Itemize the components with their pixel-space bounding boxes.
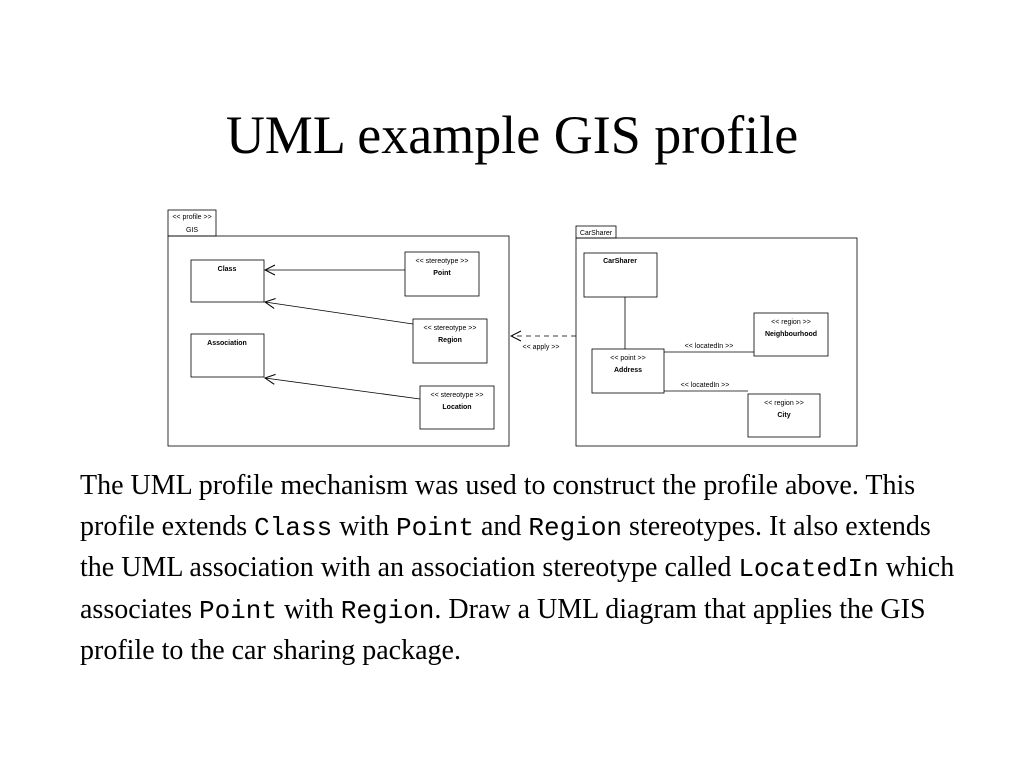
location-stereotype-name: Location <box>442 404 471 411</box>
location-extends-association-arrow <box>265 378 421 400</box>
gis-package-stereotype: << profile >> <box>172 214 211 221</box>
region-stereotype-name: Region <box>438 337 462 344</box>
code-point-2: Point <box>198 595 277 626</box>
paragraph-text-6: with <box>276 593 341 625</box>
city-class-stereotype: << region >> <box>764 400 804 407</box>
point-stereotype-box: << stereotype >> Point <box>404 251 480 297</box>
city-class-box: << region >> City <box>747 393 821 438</box>
apply-label: << apply >> <box>523 344 560 351</box>
paragraph-text-3: and <box>473 510 529 542</box>
code-class: Class <box>254 512 333 543</box>
code-locatedin: LocatedIn <box>738 554 879 584</box>
description-paragraph: The UML profile mechanism was used to co… <box>80 466 960 672</box>
code-point: Point <box>395 512 474 543</box>
code-region: Region <box>528 512 623 543</box>
paragraph-text-7: . Draw a UML diagram that applies the GI… <box>80 593 926 667</box>
association-metaclass-name: Association <box>207 340 247 347</box>
gis-package-tab <box>167 209 217 237</box>
carsharer-package-name: CarSharer <box>580 230 613 237</box>
carsharer-package-body <box>575 237 858 447</box>
point-stereotype-keyword: << stereotype >> <box>416 258 469 265</box>
neighbourhood-class-name: Neighbourhood <box>765 331 817 338</box>
neighbourhood-class-box: << region >> Neighbourhood <box>753 312 829 357</box>
address-class-stereotype: << point >> <box>610 355 645 362</box>
point-stereotype-name: Point <box>433 270 451 277</box>
located-in-label-1: << locatedIn >> <box>685 343 734 350</box>
code-region-2: Region <box>340 595 435 626</box>
city-class-name: City <box>777 412 790 419</box>
neighbourhood-class-stereotype: << region >> <box>771 319 811 326</box>
location-stereotype-keyword: << stereotype >> <box>431 392 484 399</box>
paragraph-text-1: The UML profile mechanism was used to co… <box>80 470 916 542</box>
location-stereotype-box: << stereotype >> Location <box>419 385 495 430</box>
address-class-box: << point >> Address <box>591 348 665 394</box>
carsharer-class-name: CarSharer <box>603 258 637 265</box>
carsharer-package: CarSharer << locatedIn >> << locatedIn >… <box>575 225 858 447</box>
region-extends-class-arrow <box>265 302 414 325</box>
gis-profile-package: << profile >> GIS Class Association << s… <box>167 209 510 447</box>
carsharer-class-box: CarSharer <box>583 252 658 298</box>
association-metaclass-box: Association <box>190 333 265 378</box>
class-metaclass-box: Class <box>190 259 265 303</box>
slide-title: UML example GIS profile <box>225 105 799 165</box>
gis-package-name: GIS <box>186 227 198 234</box>
region-stereotype-keyword: << stereotype >> <box>424 325 477 332</box>
region-stereotype-box: << stereotype >> Region <box>412 318 488 364</box>
located-in-label-2: << locatedIn >> <box>681 382 730 389</box>
address-class-name: Address <box>614 367 642 374</box>
paragraph-text-2: with <box>332 510 396 542</box>
paragraph-text-4: stereotypes. It also extends the UML ass… <box>80 510 931 584</box>
class-metaclass-name: Class <box>218 266 237 273</box>
paragraph-text-5: which associates <box>80 552 955 625</box>
gis-package-body <box>167 235 510 447</box>
